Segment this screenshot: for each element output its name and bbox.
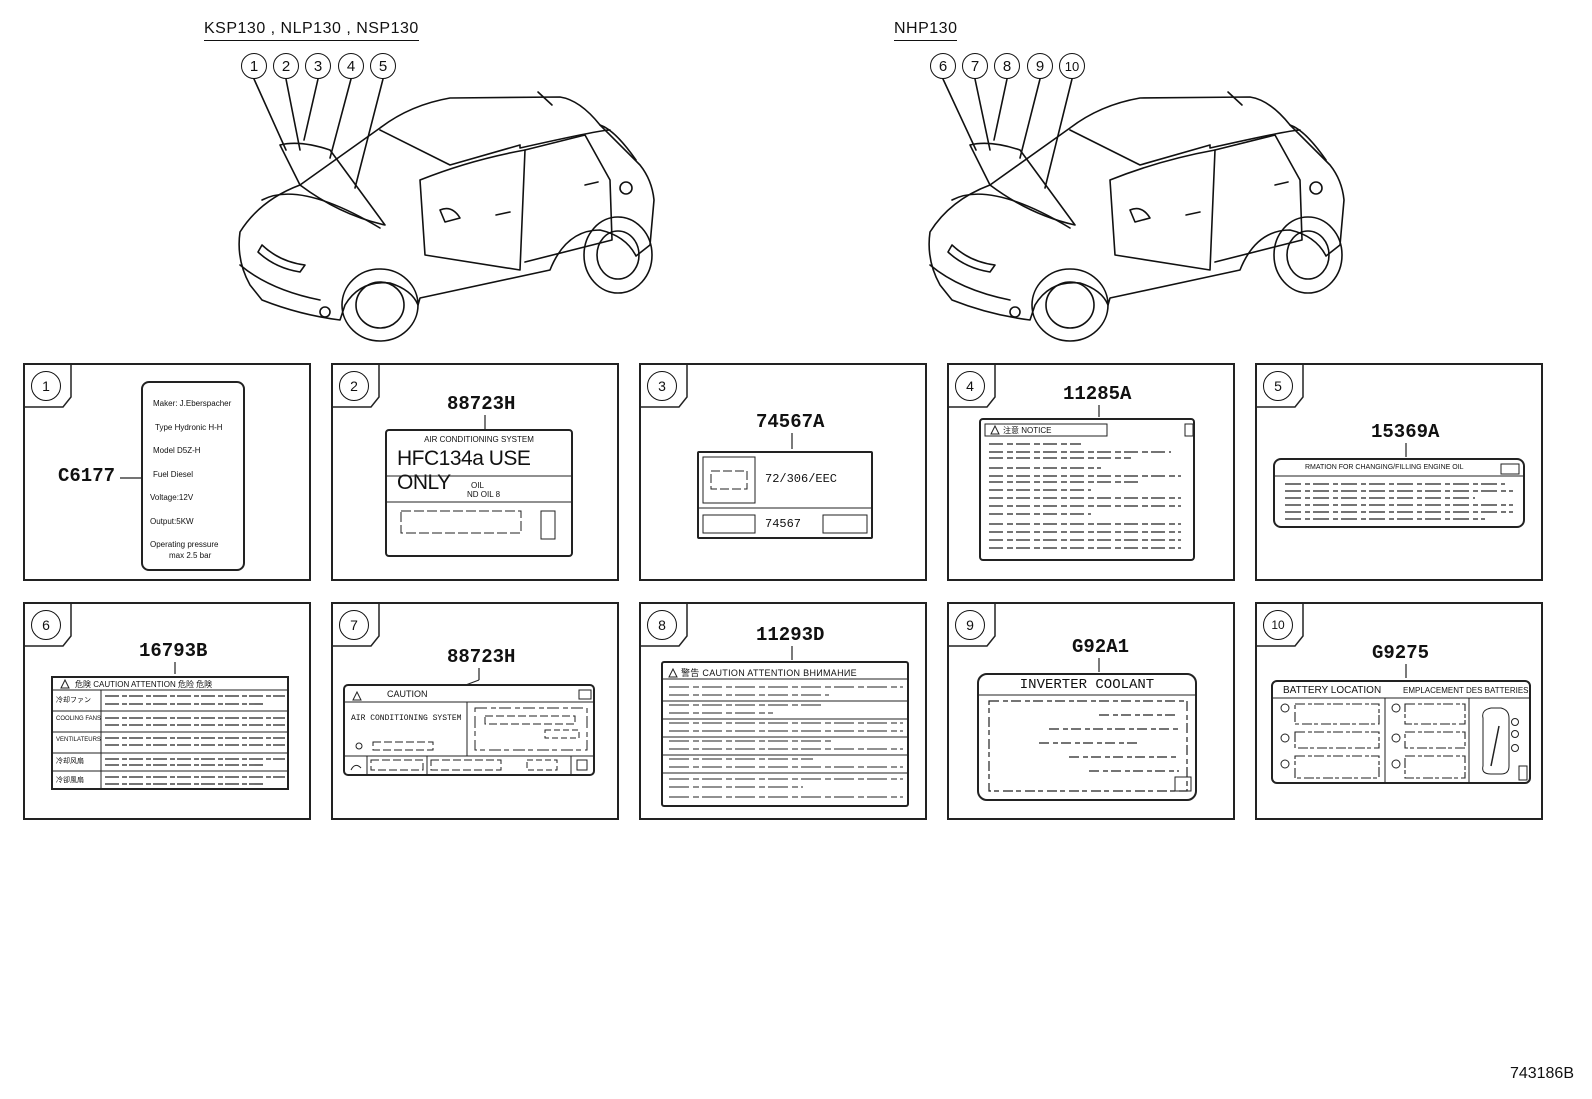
panel-number: 9 bbox=[955, 610, 985, 640]
callout-5: 5 bbox=[370, 53, 396, 79]
callout-3: 3 bbox=[305, 53, 331, 79]
callout-10: 10 bbox=[1059, 53, 1085, 79]
fan-row-label: VENTILATEURS bbox=[56, 737, 101, 743]
engine-oil-header: RMATION FOR CHANGING/FILLING ENGINE OIL bbox=[1305, 464, 1464, 471]
label-panel-3: 3 74567A 72/306/EEC 74567 bbox=[639, 363, 927, 581]
label-line: Output:5KW bbox=[150, 517, 194, 526]
warning-header: 危険 CAUTION ATTENTION 危险 危険 bbox=[75, 680, 213, 689]
panel-number: 5 bbox=[1263, 371, 1293, 401]
label-line: Fuel Diesel bbox=[153, 470, 194, 479]
battery-location-label: BATTERY LOCATION EMPLACEMENT DES BATTERI… bbox=[1271, 680, 1531, 784]
emission-label: 72/306/EEC 74567 bbox=[697, 451, 873, 539]
panel-number: 6 bbox=[31, 610, 61, 640]
panel-number: 10 bbox=[1263, 610, 1293, 640]
car-illustration-left bbox=[238, 78, 655, 342]
caution-header: 警告 CAUTION ATTENTION ВНИМАНИЕ bbox=[681, 668, 857, 678]
illustration-code: 743186B bbox=[1509, 1065, 1574, 1082]
fan-row-label: 冷卻風扇 bbox=[56, 777, 84, 784]
part-number: 16793B bbox=[139, 640, 208, 662]
part-number: 15369A bbox=[1371, 421, 1440, 443]
label-panel-8: 8 11293D 警告 CAUTION ATTENTION ВНИМАНИЕ bbox=[639, 602, 927, 820]
label-line: Voltage:12V bbox=[150, 493, 194, 502]
heater-label: Maker: J.Eberspacher Type Hydronic H-H M… bbox=[141, 381, 245, 571]
caution-header: CAUTION bbox=[387, 689, 428, 699]
label-line: Operating pressure bbox=[150, 540, 219, 549]
ac-label: AIR CONDITIONING SYSTEM HFC134a USE ONLY… bbox=[385, 429, 573, 557]
model-title-right: NHP130 bbox=[894, 20, 958, 41]
panel-number: 8 bbox=[647, 610, 677, 640]
callout-1: 1 bbox=[241, 53, 267, 79]
engine-oil-label: RMATION FOR CHANGING/FILLING ENGINE OIL bbox=[1273, 458, 1525, 528]
ac-title: AIR CONDITIONING SYSTEM bbox=[424, 435, 534, 444]
callout-8: 8 bbox=[994, 53, 1020, 79]
ac-oil-text: OIL bbox=[471, 481, 484, 490]
label-panel-10: 10 G9275 BATTER bbox=[1255, 602, 1543, 820]
part-number: G9275 bbox=[1372, 642, 1430, 664]
part-number: 11285A bbox=[1063, 383, 1132, 405]
notice-label: 注意 NOTICE bbox=[979, 418, 1195, 561]
part-number: 11293D bbox=[756, 624, 825, 646]
part-number: 88723H bbox=[447, 393, 516, 415]
label-line: Model D5Z-H bbox=[153, 446, 201, 455]
ac-oil-type: ND OIL 8 bbox=[467, 490, 501, 499]
part-number: 88723H bbox=[447, 646, 516, 668]
caution-multilang-label: 警告 CAUTION ATTENTION ВНИМАНИЕ bbox=[661, 661, 909, 807]
ac-refrigerant-text: HFC134a USE ONLY bbox=[397, 447, 531, 494]
callout-7: 7 bbox=[962, 53, 988, 79]
label-panel-7: 7 88723H CAUTION AIR CONDITIONING SYSTEM bbox=[331, 602, 619, 820]
panel-number: 2 bbox=[339, 371, 369, 401]
label-panel-5: 5 15369A RMATION FOR CHANGING/FILLING EN… bbox=[1255, 363, 1543, 581]
part-number: G92A1 bbox=[1072, 636, 1130, 658]
part-number: C6177 bbox=[58, 465, 116, 487]
panel-number: 7 bbox=[339, 610, 369, 640]
car-illustration-right bbox=[928, 78, 1345, 342]
ac-caution-label: CAUTION AIR CONDITIONING SYSTEM bbox=[343, 684, 595, 776]
directive-number: 74567 bbox=[765, 517, 802, 531]
battery-header-en: BATTERY LOCATION bbox=[1283, 685, 1382, 696]
inverter-coolant-header: INVERTER COOLANT bbox=[1019, 677, 1155, 693]
label-panel-2: 2 88723H AIR CONDITIONING SYSTEM HFC134a… bbox=[331, 363, 619, 581]
cooling-fan-label: 危険 CAUTION ATTENTION 危险 危険 冷却ファン COOLING… bbox=[51, 676, 289, 790]
label-panel-9: 9 G92A1 INVERTER COOLANT bbox=[947, 602, 1235, 820]
label-line: Maker: J.Eberspacher bbox=[153, 399, 232, 408]
fan-row-label: COOLING FANS bbox=[56, 716, 102, 722]
part-number: 74567A bbox=[756, 411, 825, 433]
label-line: max 2.5 bar bbox=[169, 551, 212, 560]
panel-number: 4 bbox=[955, 371, 985, 401]
label-line: Type Hydronic H-H bbox=[155, 423, 223, 432]
fan-row-label: 冷却ファン bbox=[56, 697, 91, 704]
label-panel-4: 4 11285A 注意 NOTICE bbox=[947, 363, 1235, 581]
label-panel-6: 6 16793B 危険 CAUTION ATTENTION 危险 危険 bbox=[23, 602, 311, 820]
ac-system-text: AIR CONDITIONING SYSTEM bbox=[351, 714, 462, 723]
panel-number: 1 bbox=[31, 371, 61, 401]
callout-6: 6 bbox=[930, 53, 956, 79]
inverter-coolant-label: INVERTER COOLANT bbox=[977, 673, 1197, 801]
label-panel-1: 1 C6177 Maker: J.Eberspacher Type Hydron… bbox=[23, 363, 311, 581]
fan-row-label: 冷却风扇 bbox=[56, 758, 84, 765]
directive-code: 72/306/EEC bbox=[765, 472, 838, 486]
panel-number: 3 bbox=[647, 371, 677, 401]
model-title-left: KSP130 , NLP130 , NSP130 bbox=[204, 20, 419, 41]
notice-header: 注意 NOTICE bbox=[1003, 426, 1052, 435]
battery-header-fr: EMPLACEMENT DES BATTERIES bbox=[1403, 686, 1529, 695]
